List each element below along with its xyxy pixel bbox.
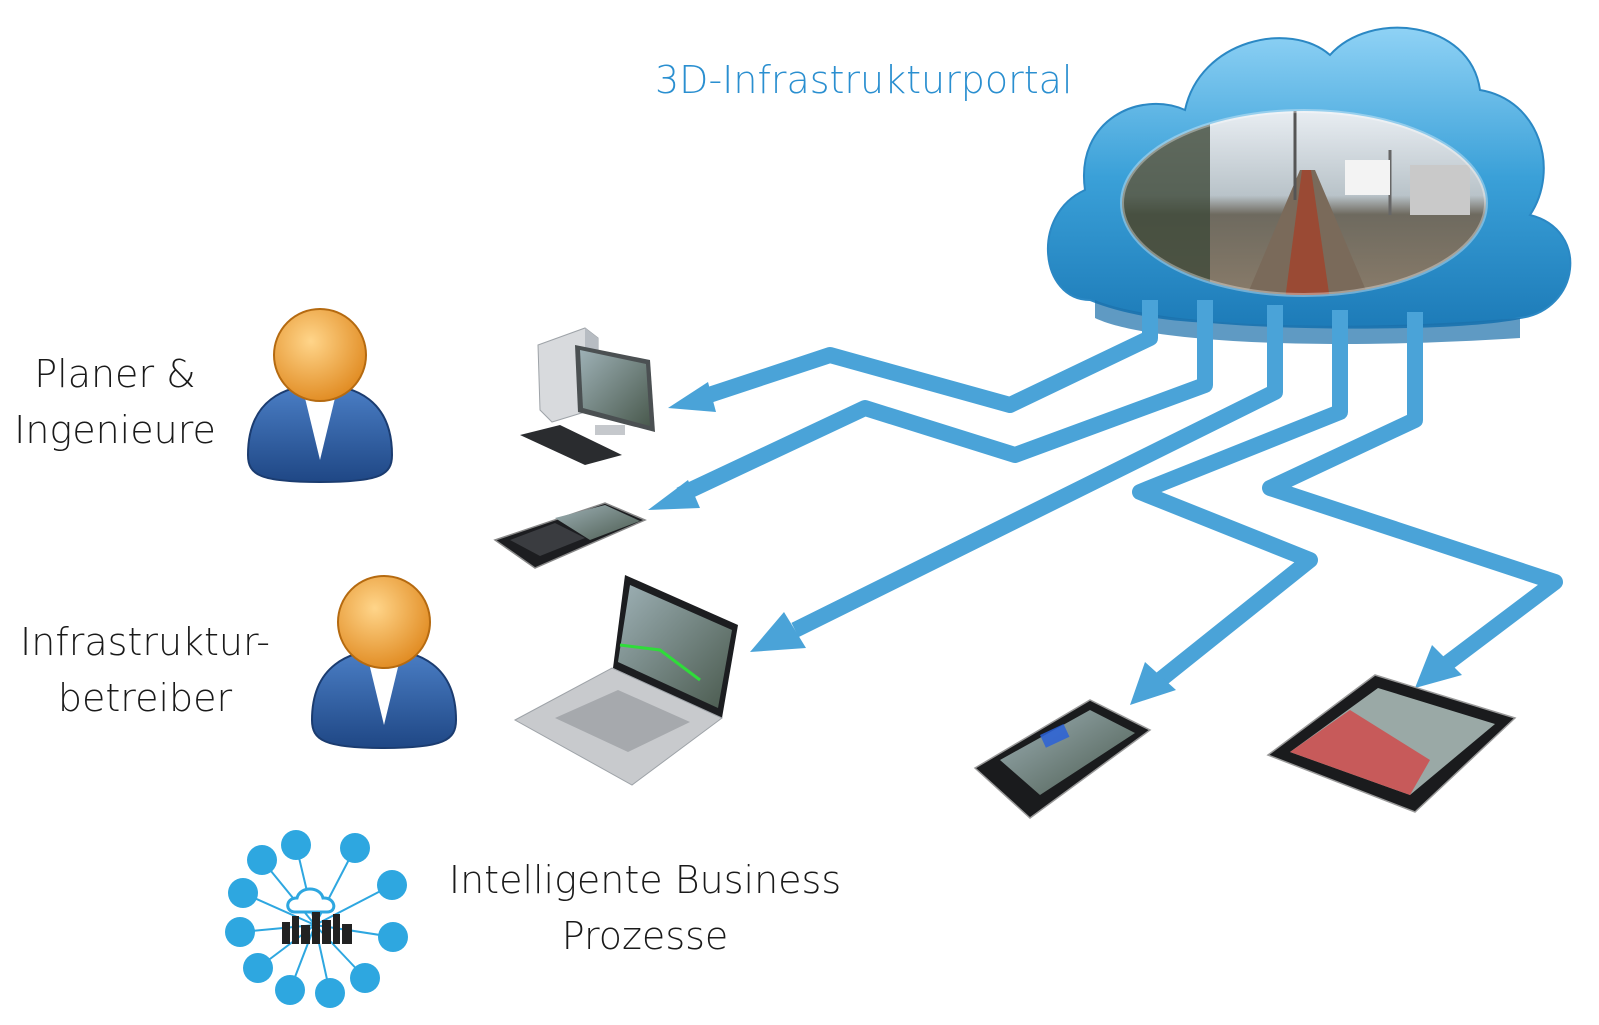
desktop-computer-icon — [520, 327, 655, 465]
actor-operator-label: Infrastruktur- betreiber — [10, 614, 280, 726]
flow-arrow-smartphone — [676, 300, 1213, 503]
cloud-icon — [1046, 26, 1572, 345]
actor-planner-line2: Ingenieure — [14, 408, 216, 452]
business-process-line1: Intelligente Business — [448, 858, 842, 902]
rail-track-view — [1122, 111, 1486, 295]
data-flow-arrows — [648, 300, 1563, 705]
flow-arrow-tablet — [1262, 312, 1563, 672]
laptop-icon — [513, 575, 738, 786]
flow-arrow-desktop — [697, 300, 1158, 413]
actor-planner-line1: Planer & — [34, 352, 196, 396]
business-process-line2: Prozesse — [561, 914, 729, 958]
actor-operator-line2: betreiber — [57, 676, 233, 720]
business-process-label: Intelligente Business Prozesse — [440, 852, 850, 964]
actor-operator-line1: Infrastruktur- — [20, 620, 270, 664]
user-icon — [246, 308, 394, 484]
user-icon — [310, 575, 458, 750]
tablet-icon — [1266, 674, 1517, 813]
mobile-phone-icon — [973, 699, 1152, 819]
smart-city-hub-icon — [225, 830, 408, 1008]
smartphone-icon — [493, 502, 647, 569]
flow-arrow-phone — [1132, 310, 1348, 687]
actor-planner-label: Planer & Ingenieure — [10, 346, 220, 458]
flow-arrow-laptop — [791, 305, 1283, 638]
portal-title: 3D-Infrastrukturportal — [655, 58, 1072, 102]
